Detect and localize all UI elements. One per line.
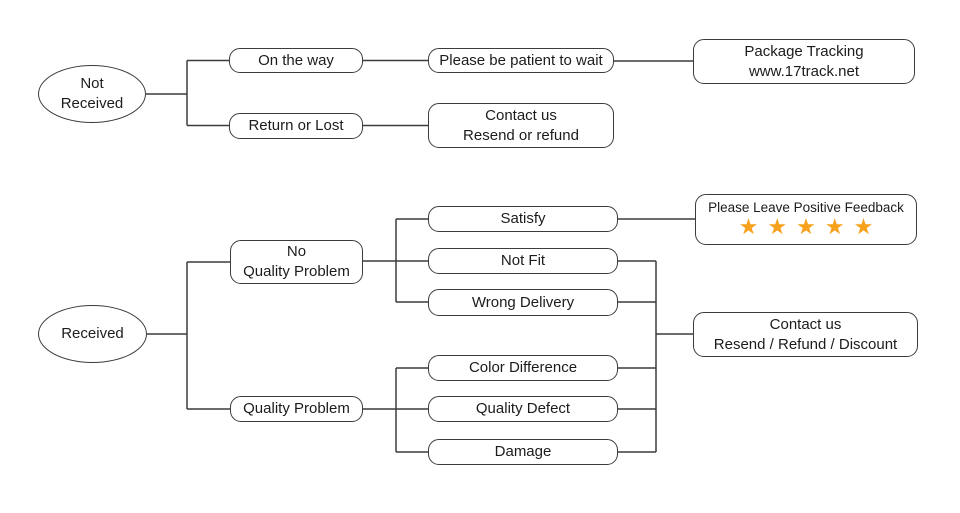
star-rating: ★ ★ ★ ★ ★ [739, 217, 874, 239]
star-icon: ★ [767, 215, 788, 241]
node-quality-defect: Quality Defect [428, 396, 618, 422]
star-icon: ★ [853, 215, 874, 241]
node-satisfy: Satisfy [428, 206, 618, 232]
node-wrong-delivery: Wrong Delivery [428, 289, 618, 316]
feedback-label: Please Leave Positive Feedback [708, 199, 904, 215]
node-on-the-way: On the way [229, 48, 363, 73]
node-damage: Damage [428, 439, 618, 465]
node-contact-resend-refund: Contact us Resend or refund [428, 103, 614, 148]
node-return-or-lost: Return or Lost [229, 113, 363, 139]
star-icon: ★ [738, 215, 759, 241]
node-contact-resend-refund-discount: Contact us Resend / Refund / Discount [693, 312, 918, 357]
node-please-be-patient: Please be patient to wait [428, 48, 614, 73]
node-no-quality-problem: No Quality Problem [230, 240, 363, 284]
node-color-difference: Color Difference [428, 355, 618, 381]
node-package-tracking: Package Tracking www.17track.net [693, 39, 915, 84]
star-icon: ★ [824, 215, 845, 241]
node-not-received: Not Received [38, 65, 146, 123]
node-received: Received [38, 305, 147, 363]
node-quality-problem: Quality Problem [230, 396, 363, 422]
node-positive-feedback: Please Leave Positive Feedback ★ ★ ★ ★ ★ [695, 194, 917, 245]
node-not-fit: Not Fit [428, 248, 618, 274]
star-icon: ★ [796, 215, 816, 241]
